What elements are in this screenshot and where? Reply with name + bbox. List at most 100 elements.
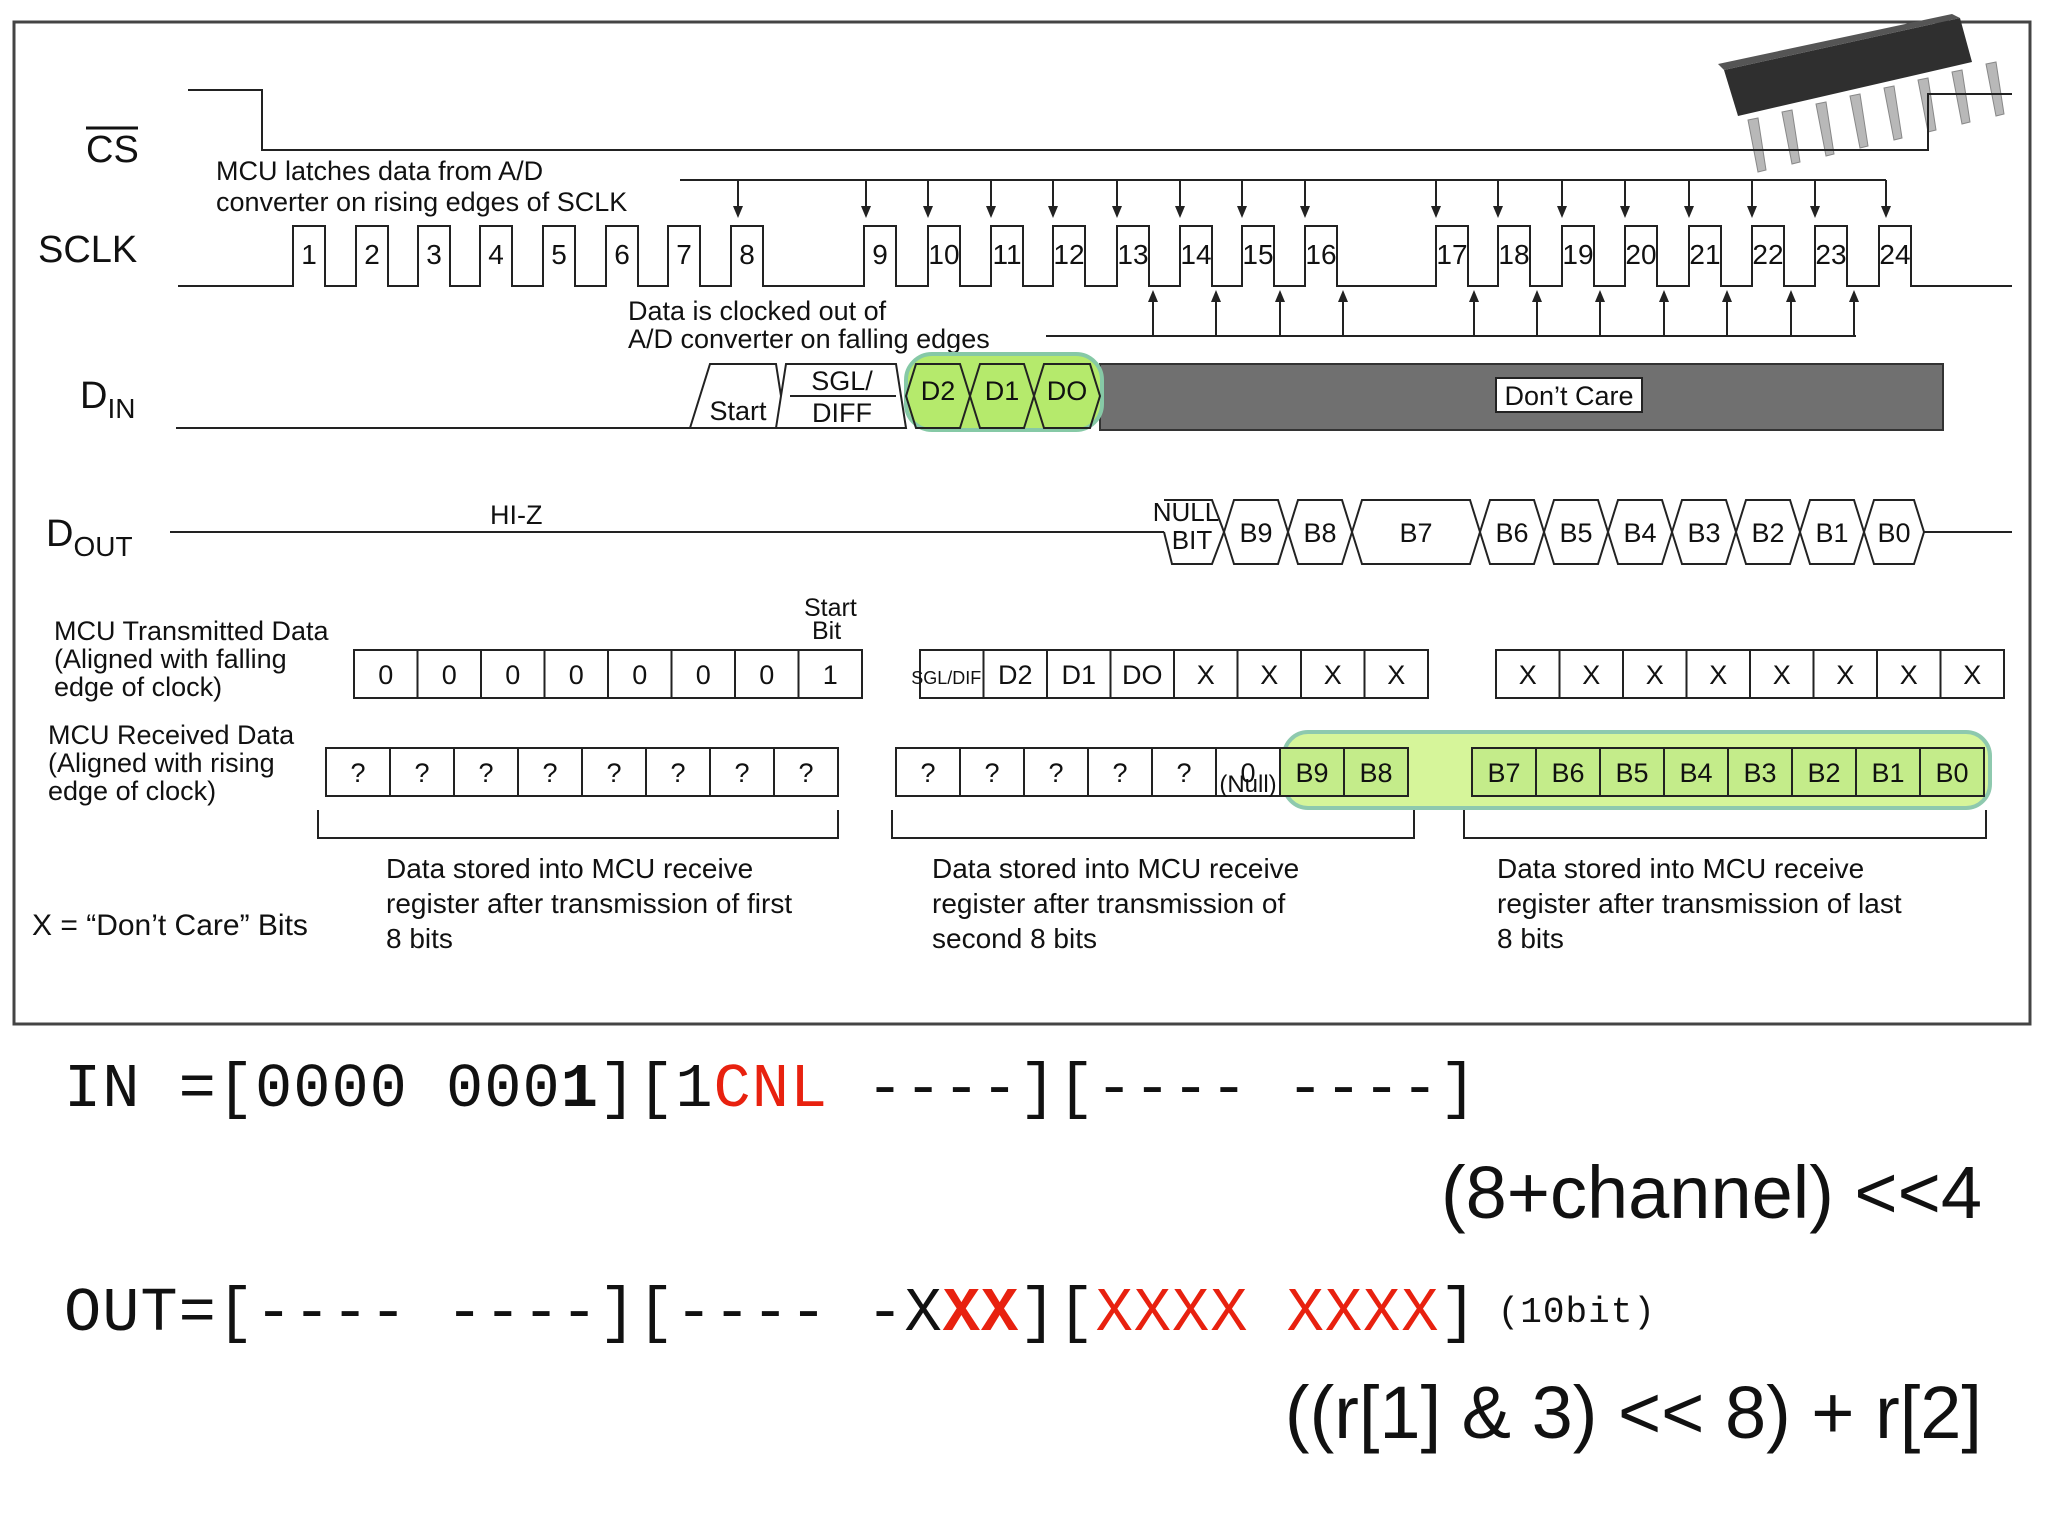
tx-group1-value: 0 bbox=[696, 660, 711, 690]
clock-number: 17 bbox=[1436, 239, 1467, 270]
dout-bit-text: B6 bbox=[1495, 518, 1528, 548]
out-high-bits: XX bbox=[942, 1278, 1020, 1349]
start-bit-label-2: Bit bbox=[812, 617, 841, 645]
tx-group3-value: X bbox=[1900, 660, 1918, 690]
rx-group1-value: ? bbox=[542, 758, 557, 788]
bit-text: BIT bbox=[1172, 525, 1213, 555]
clock-number: 21 bbox=[1689, 239, 1720, 270]
clock-number: 22 bbox=[1752, 239, 1783, 270]
out-prefix: OUT=[---- ----][---- -X bbox=[64, 1278, 943, 1349]
tx-group3-value: X bbox=[1709, 660, 1727, 690]
din-d0-text: DO bbox=[1047, 376, 1088, 406]
down-arrow-head bbox=[861, 206, 871, 218]
rx-group1-value: ? bbox=[606, 758, 621, 788]
rx-group1-value: ? bbox=[414, 758, 429, 788]
clock-number: 20 bbox=[1625, 239, 1656, 270]
out-mid: ][ bbox=[1019, 1278, 1096, 1349]
caption-2-line3: second 8 bits bbox=[932, 923, 1097, 954]
mcu-rx-label-3: edge of clock) bbox=[48, 776, 216, 806]
up-arrow-head bbox=[1338, 290, 1348, 302]
down-arrow-head bbox=[1300, 206, 1310, 218]
caption-3-line1: Data stored into MCU receive bbox=[1497, 853, 1864, 884]
rx-group1-cell bbox=[581, 747, 647, 797]
rx-group2-cell bbox=[1279, 747, 1345, 797]
rx-group1-cell bbox=[453, 747, 519, 797]
rx-group2-value: ? bbox=[1176, 758, 1191, 788]
clock-number: 9 bbox=[872, 239, 888, 270]
down-arrow-head bbox=[986, 206, 996, 218]
rx-group1-cell bbox=[389, 747, 455, 797]
clock-number: 10 bbox=[928, 239, 959, 270]
din-d2-text: D2 bbox=[921, 376, 956, 406]
clock-number: 3 bbox=[426, 239, 442, 270]
clock-number: 2 bbox=[364, 239, 380, 270]
up-arrow-head bbox=[1786, 290, 1796, 302]
clocked-note-line2: A/D converter on falling edges bbox=[628, 324, 990, 354]
clock-number: 1 bbox=[301, 239, 317, 270]
tx-group3-cell bbox=[1749, 649, 1815, 699]
down-arrow-head bbox=[1747, 206, 1757, 218]
rx-group1-cell bbox=[773, 747, 839, 797]
clock-number: 4 bbox=[488, 239, 504, 270]
in-channel-bits: CNL bbox=[713, 1054, 829, 1125]
null-text: NULL bbox=[1153, 497, 1219, 527]
clock-number: 15 bbox=[1242, 239, 1273, 270]
caption-3-line3: 8 bits bbox=[1497, 923, 1564, 954]
din-d1-text: D1 bbox=[985, 376, 1020, 406]
tx-group2-value: X bbox=[1387, 660, 1405, 690]
tx-group1-cell bbox=[543, 649, 609, 699]
tx-group3-value: X bbox=[1519, 660, 1537, 690]
tx-group3-value: X bbox=[1646, 660, 1664, 690]
dout-bit-text: B1 bbox=[1815, 518, 1848, 548]
rx-group2-value: ? bbox=[920, 758, 935, 788]
out-bits-line: OUT=[---- ----][---- -XXX][XXXX XXXX](10… bbox=[64, 1278, 1656, 1349]
sgl-text: SGL/ bbox=[811, 366, 873, 396]
sclk-waveform bbox=[178, 225, 2012, 287]
rx-group2-cell bbox=[1151, 747, 1217, 797]
mcu-tx-label-2: (Aligned with falling bbox=[54, 644, 287, 674]
caption-3-line2: register after transmission of last bbox=[1497, 888, 1902, 919]
tx-group2-value: X bbox=[1260, 660, 1278, 690]
rx-group2-cell bbox=[1023, 747, 1089, 797]
down-arrow-head bbox=[1620, 206, 1630, 218]
down-arrow-head bbox=[1810, 206, 1820, 218]
tx-group3-value: X bbox=[1963, 660, 1981, 690]
tx-group2-value: X bbox=[1197, 660, 1215, 690]
tx-group2-cell bbox=[1363, 649, 1429, 699]
up-arrow-head bbox=[1722, 290, 1732, 302]
out-expression: ((r[1] & 3) << 8) + r[2] bbox=[1284, 1371, 1982, 1454]
rx-group2-value: B9 bbox=[1295, 758, 1328, 788]
rx-group3-cell bbox=[1599, 747, 1665, 797]
rx-group3-value: B0 bbox=[1935, 758, 1968, 788]
down-arrow-head bbox=[1493, 206, 1503, 218]
rx-group3-cell bbox=[1535, 747, 1601, 797]
down-arrow-head bbox=[1048, 206, 1058, 218]
clock-number: 7 bbox=[676, 239, 692, 270]
clock-number: 13 bbox=[1117, 239, 1148, 270]
start-bit-label-1: Start bbox=[804, 594, 857, 622]
rx-group1-cell bbox=[517, 747, 583, 797]
down-arrow-head bbox=[1431, 206, 1441, 218]
rx-group1-value: ? bbox=[670, 758, 685, 788]
chip-top bbox=[1718, 14, 1960, 70]
out-low-bits: XXXX XXXX bbox=[1095, 1278, 1440, 1349]
dont-care-text: Don’t Care bbox=[1504, 381, 1633, 411]
clock-number: 6 bbox=[614, 239, 630, 270]
cs-label: CS bbox=[86, 129, 139, 171]
chip-pin bbox=[1985, 61, 2005, 117]
tx-group3-cell bbox=[1622, 649, 1688, 699]
clock-number: 24 bbox=[1879, 239, 1910, 270]
in-start-bit: 1 bbox=[560, 1054, 599, 1125]
latch-note-line1: MCU latches data from A/D bbox=[216, 156, 543, 186]
bracket-3 bbox=[1463, 810, 1987, 839]
tx-group3-cell bbox=[1939, 649, 2005, 699]
chip-body bbox=[1724, 18, 1972, 116]
up-arrow-head bbox=[1275, 290, 1285, 302]
rx-group3-cell bbox=[1727, 747, 1793, 797]
down-arrow-head bbox=[1881, 206, 1891, 218]
rx-group3-cell bbox=[1663, 747, 1729, 797]
dout-label: DOUT bbox=[46, 513, 133, 562]
tx-group1-value: 0 bbox=[442, 660, 457, 690]
rx-group3-value: B5 bbox=[1615, 758, 1648, 788]
rx-group3-value: B6 bbox=[1551, 758, 1584, 788]
